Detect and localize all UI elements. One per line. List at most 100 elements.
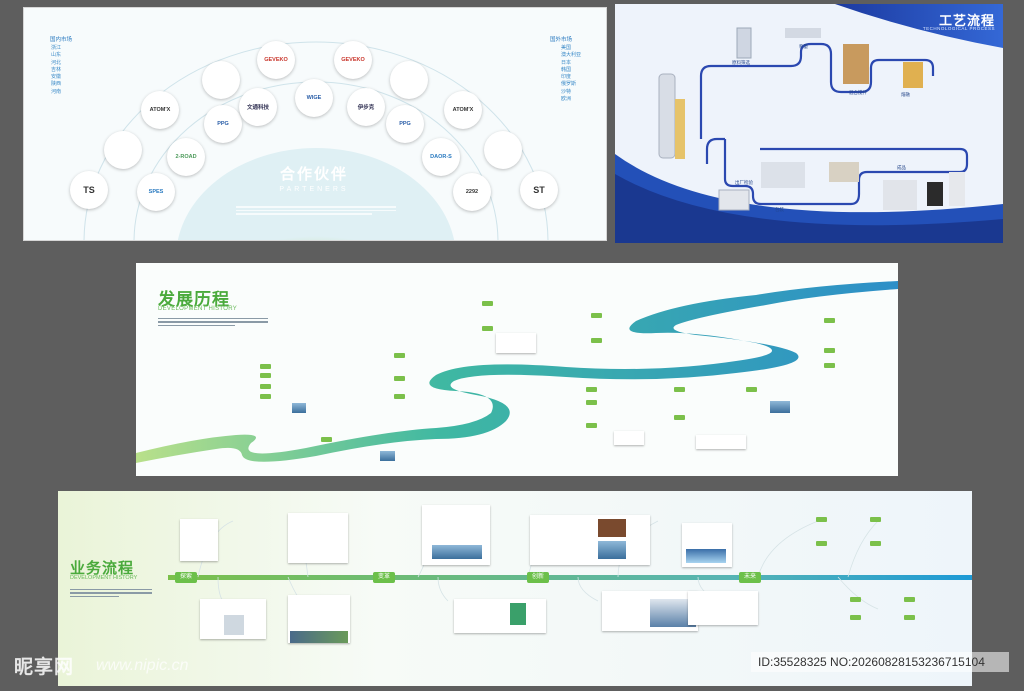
partners-description-lines [236,206,396,218]
business-photo [598,519,626,537]
partner-logo: 伊步克 [347,88,385,126]
business-tag [816,517,827,522]
partner-logo: PPG [386,105,424,143]
business-stage-label: 未来 [739,572,761,583]
history-year-tag [746,387,757,392]
partner-logo: ATOM'X [444,91,482,129]
history-subtitle: DEVELOPMENT HISTORY [158,306,238,312]
business-stage-label: 创新 [527,572,549,583]
history-year-tag [394,376,405,381]
process-title: 工艺流程 [938,13,995,28]
partner-logo: DAOR-S [422,138,460,176]
watermark-site: 昵享网 [14,657,75,678]
process-step-label: 称量 [799,44,808,49]
history-year-tag [394,353,405,358]
list-item: 山东 [51,52,62,59]
business-tag [850,597,861,602]
history-year-tag [260,373,271,378]
history-year-tag [586,387,597,392]
business-stage-label: 变革 [373,572,395,583]
overseas-market-list: 美国 澳大利亚 日本 韩国 印度 俄罗斯 沙特 欧洲 [561,45,581,103]
list-item: 俄罗斯 [561,81,577,88]
history-photo [696,435,746,449]
business-tag [816,541,827,546]
list-item: 韩国 [561,66,572,73]
partner-logo: 文通科技 [239,88,277,126]
history-year-tag [674,387,685,392]
history-year-tag [591,313,602,318]
history-intro-text [158,318,268,328]
partner-logo: GEVEKO [334,41,372,79]
domestic-market-header: 国内市场 [50,37,73,43]
partners-title: 合作伙伴 [279,166,348,183]
partner-logo: GEVEKO [257,41,295,79]
list-item: 陕西 [51,81,62,88]
history-title: 发展历程 [158,290,230,309]
process-diagram [615,4,1003,243]
list-item: 吉林 [51,66,62,73]
list-item: 浙江 [51,45,62,51]
history-year-tag [260,394,271,399]
process-step-label: 混合搅拌 [849,90,867,95]
business-title: 业务流程 [70,560,135,577]
list-item: 美国 [561,45,572,51]
history-year-tag [824,318,835,323]
business-card [530,515,650,565]
domestic-market-list: 浙江 山东 河北 吉林 安徽 陕西 河南 [51,45,61,96]
history-year-tag [394,394,405,399]
partner-logo: 2-ROAD [167,138,205,176]
history-year-tag [260,364,271,369]
business-stage-label: 探索 [175,572,197,583]
business-card [454,599,546,633]
history-photo [770,401,790,413]
business-tag [870,517,881,522]
process-step-label: 包装 [775,207,784,212]
business-tag [904,615,915,620]
partner-logo: ST [520,171,558,209]
partner-logo: 2292 [453,173,491,211]
process-step-label: 出厂检验 [735,180,753,185]
list-item: 沙特 [561,88,572,95]
business-photo [290,631,348,643]
business-photo [686,549,726,563]
business-card [288,513,348,563]
partner-logo: TS [70,171,108,209]
process-subtitle: TECHNOLOGICAL PROCESS [922,26,995,31]
overseas-market-header: 国外市场 [550,37,573,43]
process-step-label: 成品 [897,165,906,170]
business-photo [224,615,244,635]
business-intro-text [70,589,152,599]
list-item: 河北 [51,59,62,66]
watermark-id: ID:35528325 NO:20260828153236715104 [758,655,985,669]
history-year-tag [260,384,271,389]
history-year-tag [586,423,597,428]
history-year-tag [591,338,602,343]
history-year-tag [482,326,493,331]
partner-logo: SPES [137,173,175,211]
partner-logo: WIGE [295,79,333,117]
partners-subtitle: PARTENERS [279,186,349,193]
history-year-tag [482,301,493,306]
partners-arc-background [24,8,606,240]
history-photo [614,431,644,445]
list-item: 安徽 [51,74,62,81]
history-photo [496,333,536,353]
list-item: 欧洲 [561,96,572,103]
process-step-label: 原料筛选 [732,60,750,65]
watermark-id-bar [751,652,1009,672]
partner-logo: PPG [204,105,242,143]
list-item: 印度 [561,74,572,81]
history-year-tag [586,400,597,405]
business-card [688,591,758,625]
history-river [136,281,898,463]
business-tag [904,597,915,602]
history-year-tag [674,415,685,420]
process-panel: 工艺流程 TECHNOLOGICAL PROCESS 原料筛选 称量 混合搅拌 … [615,4,1003,243]
list-item: 日本 [561,59,572,66]
history-year-tag [321,437,332,442]
business-photo [598,541,626,559]
business-tag [850,615,861,620]
partner-logo: ATOM'X [141,91,179,129]
business-tag [870,541,881,546]
process-step-label: 熔融 [901,92,910,97]
